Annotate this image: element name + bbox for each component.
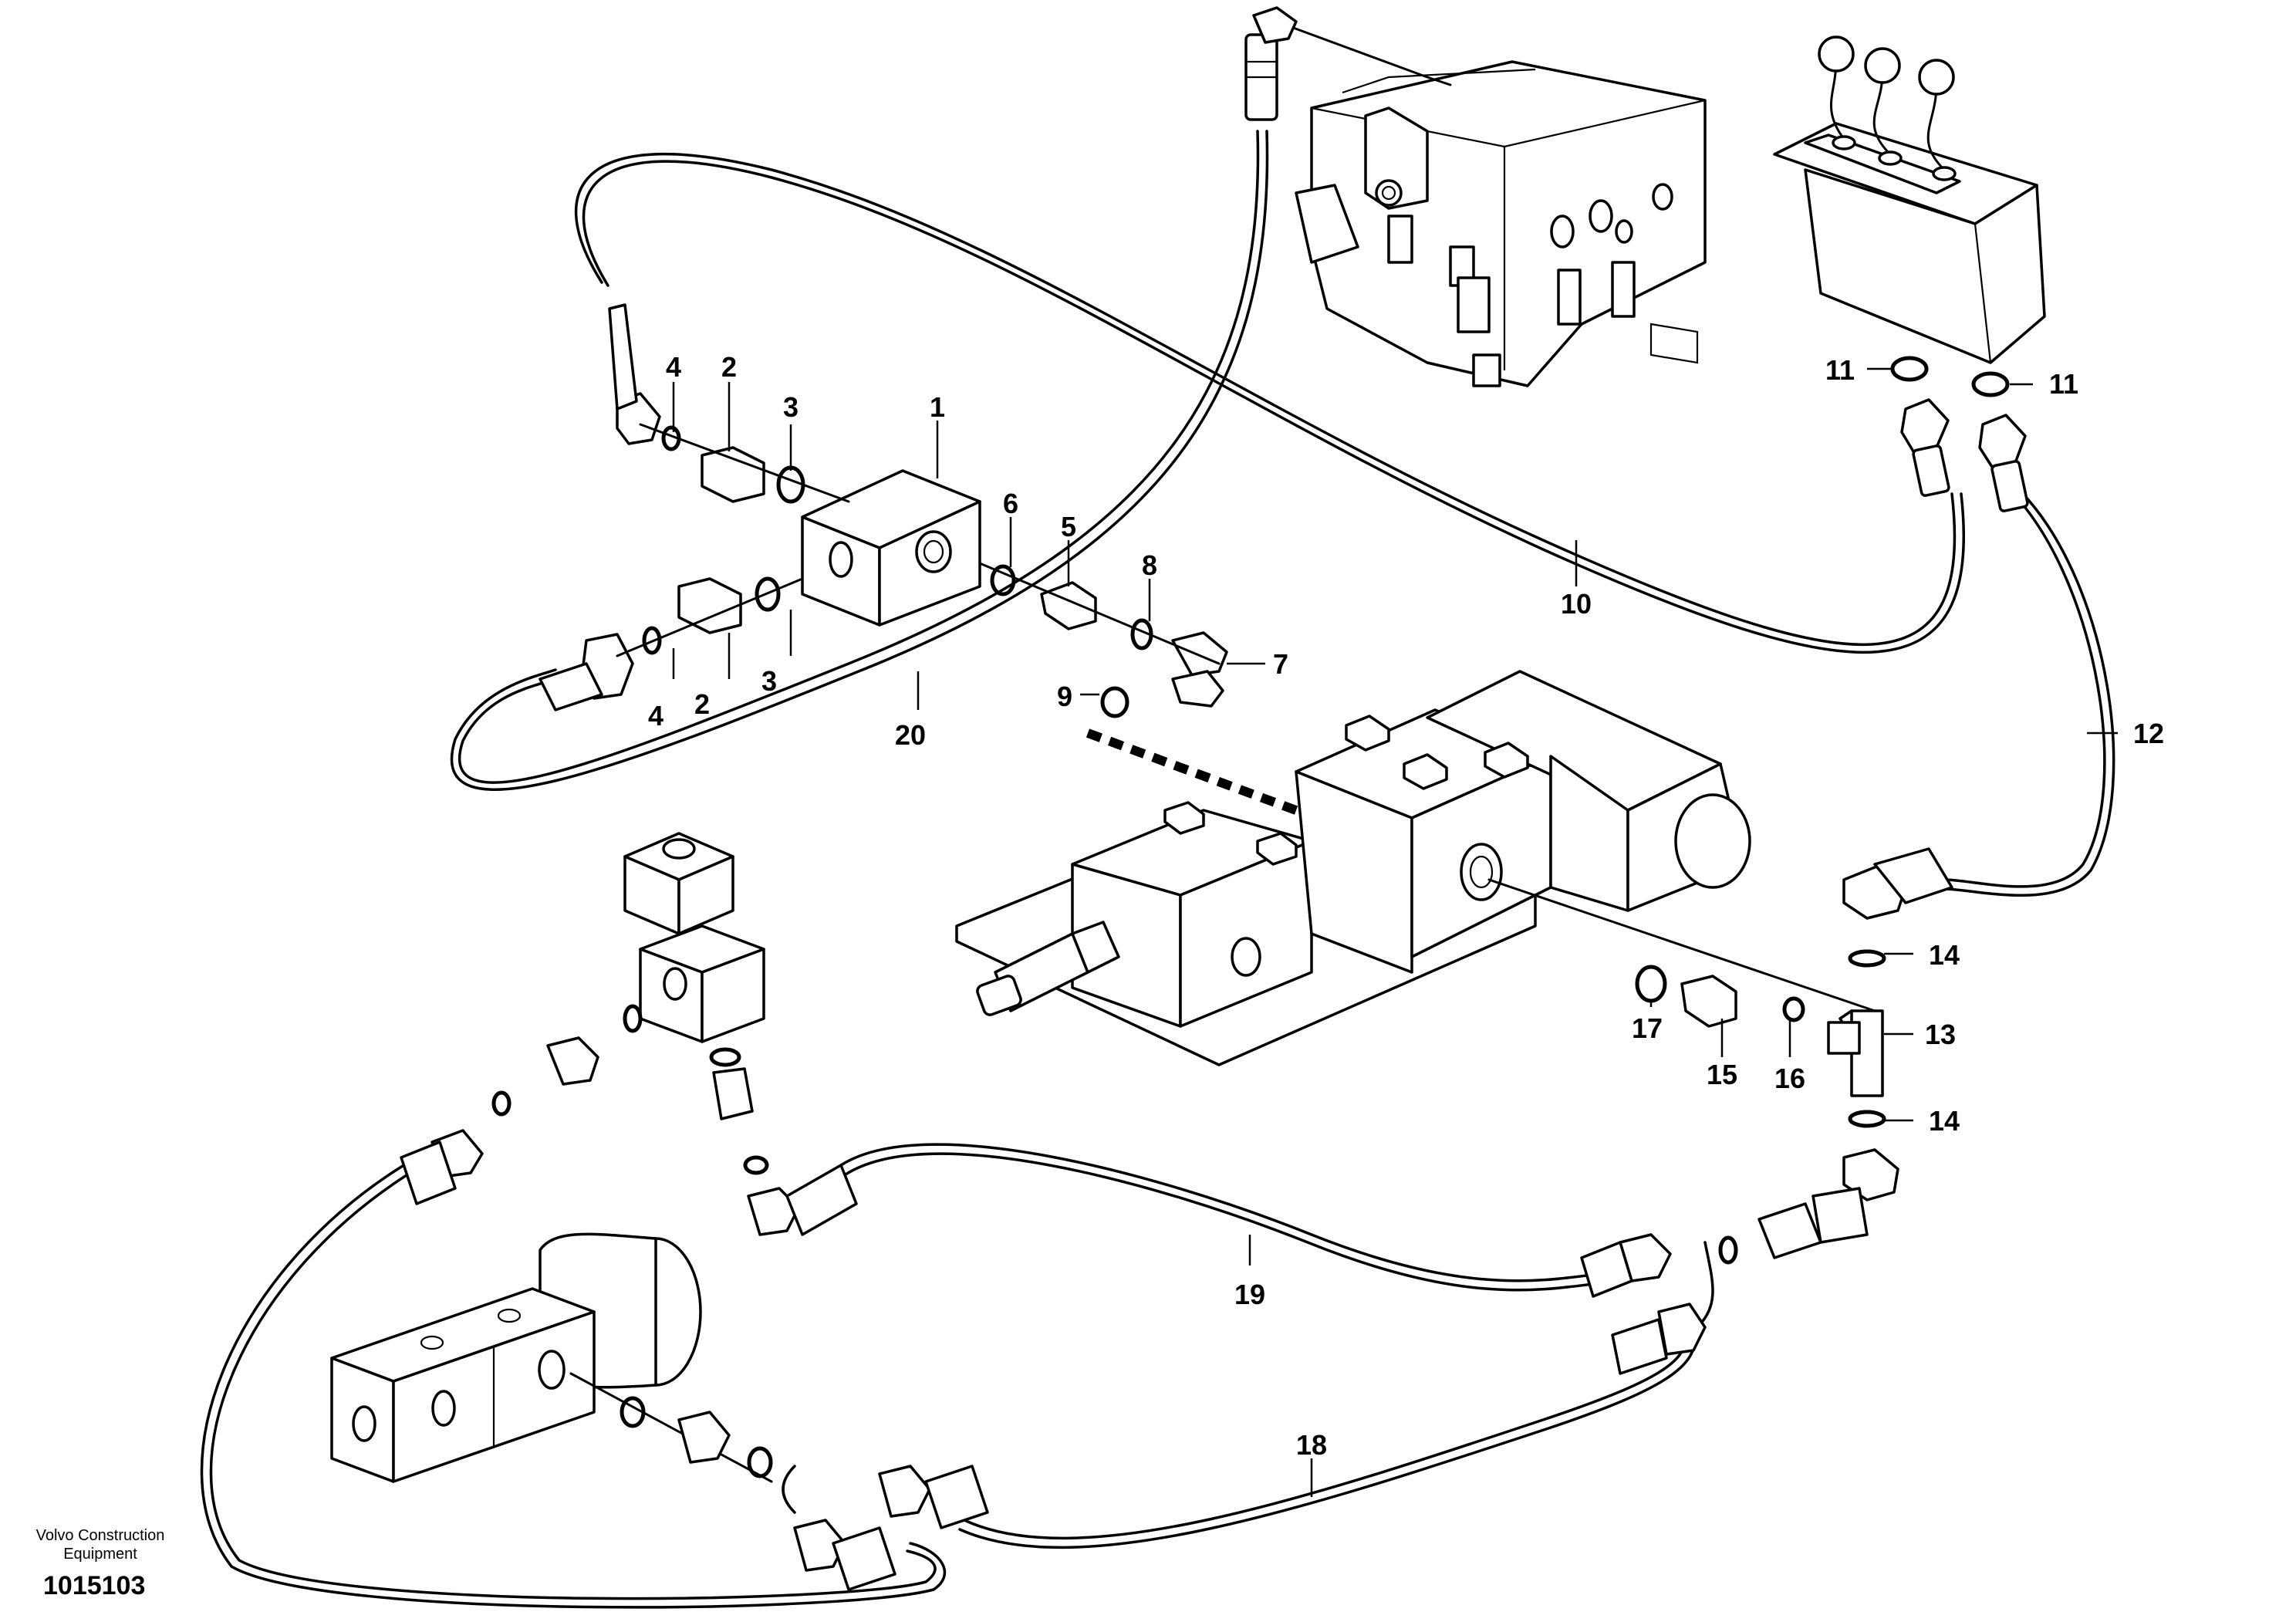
hose-12 (1943, 492, 2106, 888)
callout-18: 18 (1296, 1429, 1327, 1461)
joystick-fittings (1890, 356, 2029, 512)
joystick-control (1773, 35, 2046, 364)
callout-17: 17 (1632, 1012, 1663, 1044)
callout-13: 13 (1925, 1019, 1956, 1050)
brand-caption: Volvo Construction Equipment (35, 1527, 165, 1563)
callout-6: 6 (1003, 488, 1018, 519)
callout-2-top: 2 (721, 351, 737, 383)
callout-labels: 1 2 2 3 3 4 4 5 6 7 8 9 10 11 11 12 13 1… (648, 351, 2164, 1461)
main-valve-assembly (955, 670, 1751, 1066)
dashed-connection (1086, 728, 1329, 826)
bottom-valve-with-accumulator (330, 1232, 989, 1591)
callout-11-right: 11 (2049, 368, 2078, 400)
control-valve-block (1295, 60, 1707, 387)
left-solenoid-valve (400, 832, 858, 1236)
callout-3-top: 3 (783, 391, 799, 423)
callout-leaders (672, 367, 2118, 1497)
callout-15: 15 (1707, 1059, 1737, 1090)
hose-20 (458, 130, 1260, 784)
callout-4-bottom: 4 (648, 700, 663, 732)
callout-10: 10 (1561, 588, 1592, 620)
callout-7: 7 (1273, 648, 1288, 680)
callout-5: 5 (1061, 511, 1076, 542)
callout-12: 12 (2133, 718, 2164, 749)
bolts (1163, 715, 1529, 866)
hoses (200, 130, 2115, 1609)
top-hose-fitting (1244, 6, 1452, 121)
hose-18 (963, 1326, 1687, 1540)
callout-9: 9 (1057, 681, 1072, 712)
callout-16: 16 (1774, 1063, 1805, 1094)
hose-19 (839, 1143, 1606, 1282)
callout-11-left: 11 (1825, 354, 1855, 386)
callout-3-bottom: 3 (761, 665, 777, 697)
callout-14-top: 14 (1929, 939, 1960, 971)
callout-4-top: 4 (666, 351, 681, 383)
hose-loop-left (200, 1156, 947, 1609)
valve-block-1 (539, 303, 1228, 718)
right-fittings (1487, 847, 1953, 1375)
callout-20: 20 (895, 719, 926, 751)
callout-2-bottom: 2 (694, 688, 710, 720)
callout-19: 19 (1234, 1279, 1265, 1310)
document-number: 1015103 (43, 1571, 146, 1600)
hose-10 (574, 153, 1957, 647)
callout-8: 8 (1142, 549, 1157, 581)
callout-1: 1 (930, 391, 945, 423)
callout-14-bottom: 14 (1929, 1105, 1960, 1137)
